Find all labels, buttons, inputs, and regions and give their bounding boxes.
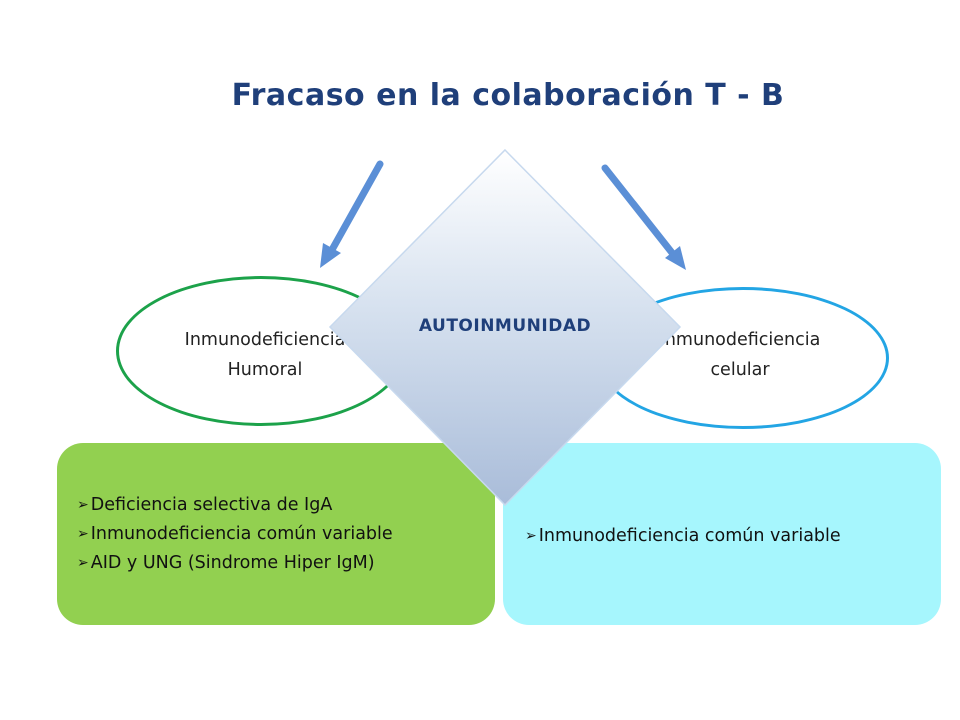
list-item: ➢Deficiencia selectiva de IgA (77, 495, 333, 515)
arrow-left-icon (320, 160, 384, 268)
celular-box (503, 443, 941, 625)
humoral-list: ➢Deficiencia selectiva de IgA ➢Inmunodef… (77, 491, 393, 578)
arrow-bullet-icon: ➢ (77, 555, 89, 571)
celular-list: ➢Inmunodeficiencia común variable (525, 522, 841, 551)
page-title: Fracaso en la colaboración T - B (231, 78, 785, 113)
list-item: ➢AID y UNG (Sindrome Hiper IgM) (77, 553, 375, 573)
humoral-box (57, 443, 495, 625)
autoinmunidad-diamond (328, 148, 682, 507)
celular-label: Inmunodeficiencia celular (659, 330, 821, 380)
arrow-bullet-icon: ➢ (77, 497, 89, 513)
arrow-right-icon (601, 164, 686, 270)
list-item: ➢Inmunodeficiencia común variable (77, 524, 393, 544)
arrow-bullet-icon: ➢ (77, 526, 89, 542)
list-item: ➢Inmunodeficiencia común variable (525, 526, 841, 546)
autoinmunidad-label: AUTOINMUNIDAD (418, 316, 592, 336)
humoral-label: Inmunodeficiencia Humoral (184, 330, 346, 380)
arrow-bullet-icon: ➢ (525, 528, 537, 544)
